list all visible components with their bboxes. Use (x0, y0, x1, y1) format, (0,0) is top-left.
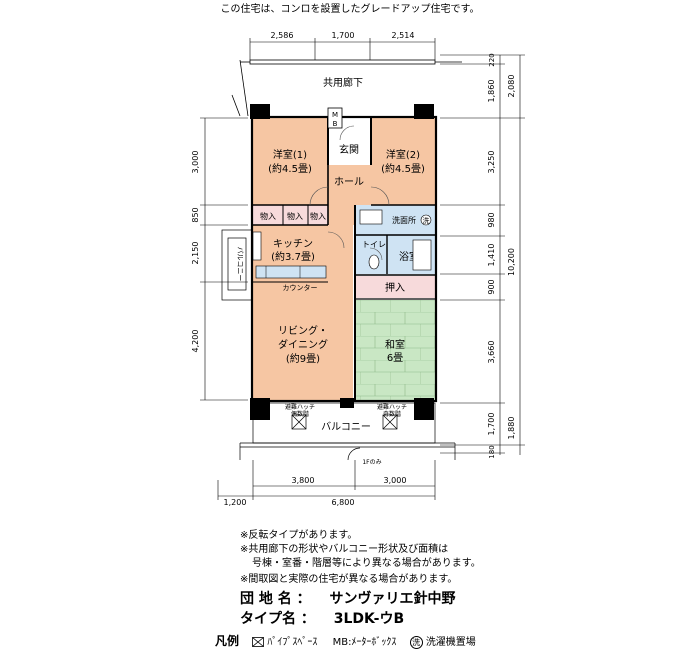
toilet-fixture (368, 254, 380, 270)
dim-right-9: 180 (488, 445, 496, 458)
first-floor-only: 1Fのみ (362, 459, 381, 466)
toilet-label: トイレ (362, 240, 386, 249)
washitsu-name: 和室 (385, 338, 405, 351)
dim-bottom-2: 3,000 (384, 476, 407, 485)
washer-icon: 洗 (409, 635, 423, 649)
type-value: 3LDK-ウB (333, 611, 405, 627)
mb-box (327, 107, 343, 129)
closet-1-label: 物入 (260, 211, 276, 221)
washer-mark-label: 洗 (423, 216, 430, 225)
west-room-2-size: (約4.5畳) (381, 162, 425, 175)
doors (309, 125, 390, 261)
hatch-right-1: 避難ハッチ (377, 403, 407, 411)
closet-3-label: 物入 (310, 211, 326, 221)
living-name-1: リビング・ (278, 324, 328, 337)
hatch-left-1: 避難ハッチ (285, 403, 315, 411)
dim-right-outer-3: 1,880 (507, 417, 516, 440)
note-3: 号棟・室番・階層等により異なる場合があります。 (252, 558, 481, 569)
dim-top-1: 2,586 (271, 31, 294, 40)
washer-icon-label: 洗 (412, 637, 421, 647)
columns (250, 104, 434, 420)
dim-right-5: 1,410 (487, 244, 496, 267)
dim-left-1: 3,000 (191, 151, 200, 174)
dim-top-3: 2,514 (392, 31, 415, 40)
dim-right-7: 3,660 (487, 341, 496, 364)
hatch-left-2: 偶数階 (291, 410, 309, 418)
estate-row: 団 地 名 ： サンヴァリエ針中野 (240, 588, 456, 608)
left-dimensions (200, 117, 248, 401)
dim-right-6: 900 (487, 279, 496, 294)
west-room-2-name: 洋室(2) (386, 148, 420, 161)
dim-right-outer-2: 10,200 (507, 248, 516, 276)
closet-3 (308, 205, 328, 225)
type-row: タイプ名 ： 3LDK-ウB (240, 608, 404, 628)
kitchen-size: (約3.7畳) (271, 250, 315, 263)
west-room-1 (253, 118, 328, 205)
legend-washer: 洗濯機置場 (425, 637, 476, 648)
washitsu (355, 300, 435, 400)
legend: 凡例 ﾊﾟｲﾌﾟｽﾍﾟｰｽ MB:ﾒｰﾀｰﾎﾞｯｸｽ 洗 洗濯機置場 (215, 632, 476, 649)
note-4: ※間取図と実際の住宅が異なる場合があります。 (240, 574, 458, 585)
legend-label: 凡例 (215, 634, 240, 648)
washbasin (359, 209, 383, 225)
bathtub (412, 239, 432, 271)
closet-2-label: 物入 (287, 211, 303, 221)
dim-bottom-outer-2: 6,800 (332, 498, 355, 507)
west-room-2 (371, 118, 435, 205)
estate-value: サンヴァリエ針中野 (329, 591, 456, 607)
hall-label: ホール (334, 176, 364, 188)
mb-label-b: B (333, 120, 338, 128)
floor-plan: 2,586 1,700 2,514 3,000 850 2,150 4,200 … (191, 31, 525, 507)
dim-left-3: 2,150 (191, 242, 200, 265)
dim-right-4: 980 (487, 212, 496, 227)
mb-label: M (332, 111, 338, 119)
closet-1 (253, 205, 283, 225)
dim-left-2: 850 (191, 207, 200, 222)
living-size: (約9畳) (286, 352, 320, 365)
dim-right-8: 1,700 (487, 413, 496, 436)
entrance-label: 玄関 (339, 143, 359, 156)
kitchen-name: キッチン (273, 238, 313, 250)
dim-left-4: 4,200 (191, 330, 200, 353)
type-label: タイプ名 ： (240, 611, 315, 627)
washitsu-size: 6畳 (387, 352, 403, 364)
pipe-space-icon (252, 637, 265, 647)
balcony-label: バルコニー (321, 421, 371, 433)
closet-2 (283, 205, 308, 225)
top-dimensions (249, 38, 436, 60)
dim-right-1: 220 (488, 53, 496, 66)
side-balcony-label: バルコニー (236, 247, 244, 282)
common-corridor (231, 59, 462, 117)
oshiire-label: 押入 (385, 281, 405, 294)
west-room-1-size: (約4.5畳) (268, 162, 312, 175)
dim-right-outer-1: 2,080 (507, 75, 516, 98)
header-note: この住宅は、コンロを設置したグレードアップ住宅です。 (220, 4, 480, 15)
dim-right-2: 1,860 (487, 80, 496, 103)
legend-mb: MB:ﾒｰﾀｰﾎﾞｯｸｽ (332, 637, 397, 648)
washer-mark (420, 214, 432, 226)
legend-pipe-space: ﾊﾟｲﾌﾟｽﾍﾟｰｽ (267, 637, 318, 648)
balcony (239, 402, 456, 461)
hatch-right-2: 奇数階 (383, 410, 401, 418)
note-1: ※反転タイプがあります。 (240, 530, 358, 541)
side-balcony (221, 229, 253, 301)
oshiire (355, 276, 435, 298)
estate-label: 団 地 名 ： (240, 591, 311, 607)
corridor-label: 共用廊下 (323, 76, 363, 89)
bottom-dimensions (217, 460, 436, 500)
living-name-2: ダイニング (278, 338, 328, 351)
west-room-1-name: 洋室(1) (273, 148, 307, 161)
dim-right-3: 3,250 (487, 151, 496, 174)
counter-label: カウンター (283, 283, 318, 292)
dim-top-2: 1,700 (332, 31, 355, 40)
living-dining (253, 282, 353, 400)
note-2: ※共用廊下の形状やバルコニー形状及び面積は (240, 544, 449, 555)
kitchen-counter (252, 231, 327, 279)
right-dimensions (440, 54, 525, 455)
dim-bottom-outer-1: 1,200 (224, 498, 247, 507)
dim-bottom-1: 3,800 (292, 476, 315, 485)
washroom-label: 洗面所 (392, 215, 416, 225)
